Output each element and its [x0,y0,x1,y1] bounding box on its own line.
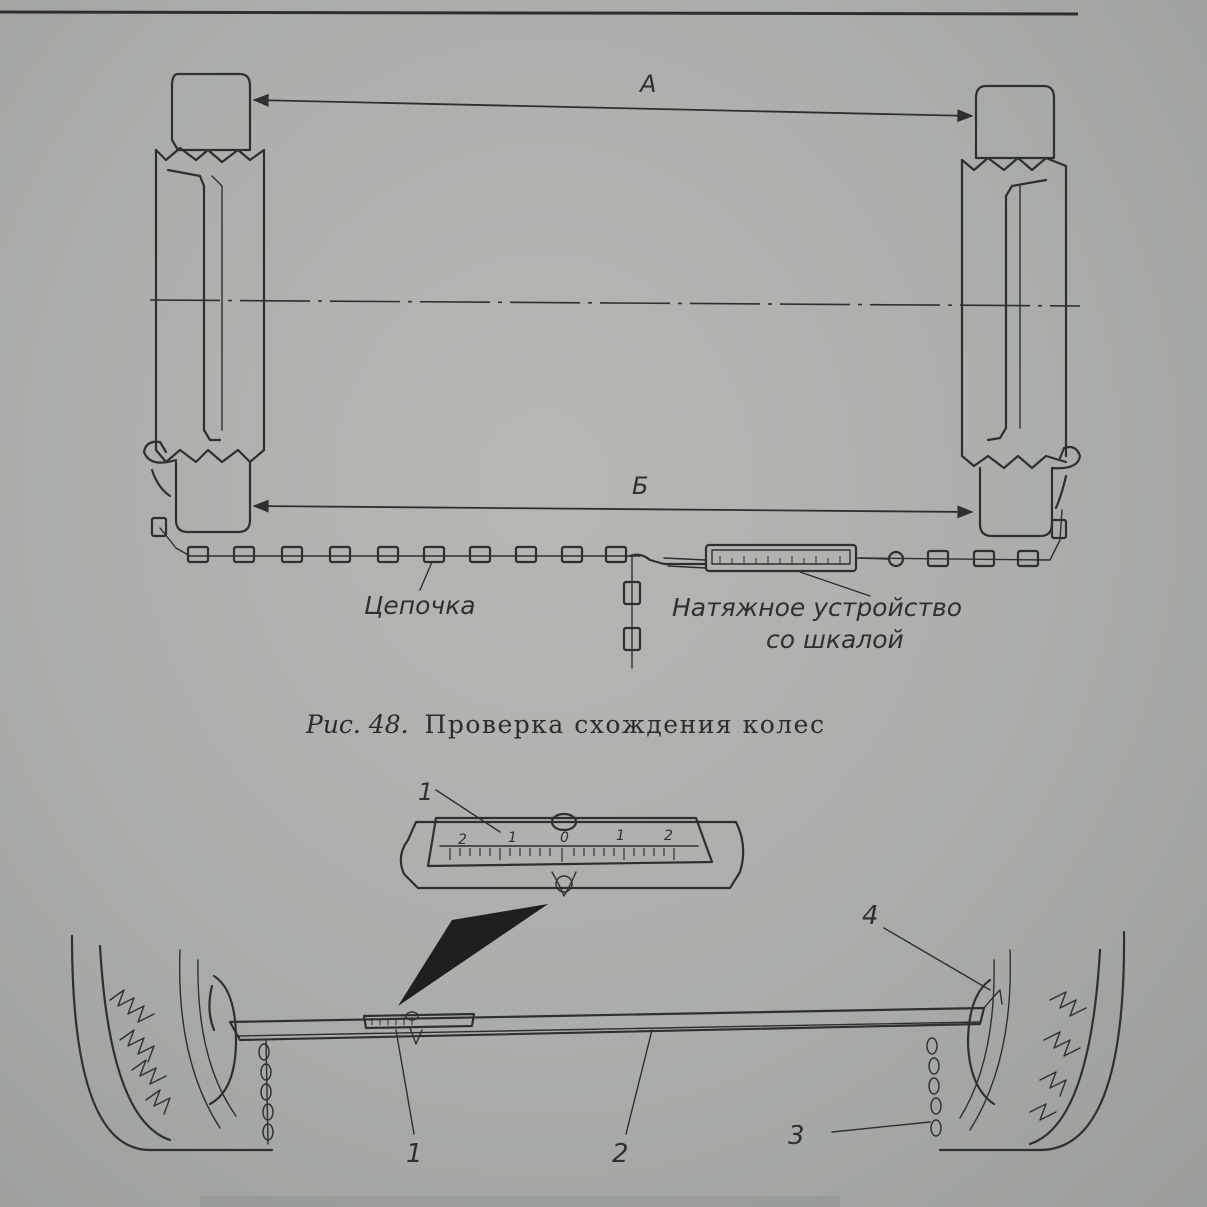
inset-scale-number-1: 2 [458,832,467,848]
scale-magnified-inset: 2 1 0 1 2 1 [399,778,745,897]
right-hook [1050,445,1082,510]
callout-1-top-leader [435,789,501,833]
inset-scale-number-3: 0 [560,830,569,846]
tensioner-label-line2: со шкалой [766,625,904,654]
page-top-rule [0,10,1079,16]
inset-scale-number-2: 1 [508,830,517,846]
measuring-chain [150,509,1068,669]
tensioner-leader [799,571,871,597]
callout-3: 3 [788,1121,805,1151]
dimension-a-line [252,93,974,123]
axle-centerline [149,299,1081,307]
figure-49-toe-ruler: 2 1 0 1 2 1 [70,778,1126,1169]
callout-1-bottom: 1 [406,1139,423,1169]
callout-3-leader [831,1121,931,1133]
tensioner-label-line1: Натяжное устройство [672,593,962,622]
inset-scale-number-5: 2 [664,828,673,844]
left-chain [258,1043,274,1141]
right-wheel [960,84,1068,538]
dimension-a-label: А [638,70,656,98]
figure-48-toe-check: А Б [142,70,1082,739]
left-tire [70,934,274,1152]
callout-4-leader [883,927,991,991]
left-hook [142,440,178,498]
right-tire [926,930,1126,1152]
right-chain [926,1037,942,1137]
callout-2-leader [625,1029,653,1135]
inset-scale-number-4: 1 [616,828,625,844]
caption-prefix: Рис. 48. [305,710,409,739]
callout-1-top: 1 [418,778,433,806]
dimension-b-line [252,499,974,519]
callout-4: 4 [862,901,879,931]
telescopic-ruler-bar [228,989,1003,1045]
left-wheel [154,72,266,534]
magnifier-pointer [398,904,548,1006]
figure-48-caption: Рис. 48. Проверка схождения колес [305,710,825,739]
dimension-b-label: Б [632,472,648,500]
bottom-caption-cutoff [200,1196,840,1207]
chain-leader [419,561,433,591]
callout-1-bottom-leader [395,1029,415,1135]
callout-2: 2 [612,1139,629,1169]
caption-text: Проверка схождения колес [425,710,826,739]
tensioner-with-scale [628,543,890,573]
chain-label: Цепочка [364,591,476,620]
